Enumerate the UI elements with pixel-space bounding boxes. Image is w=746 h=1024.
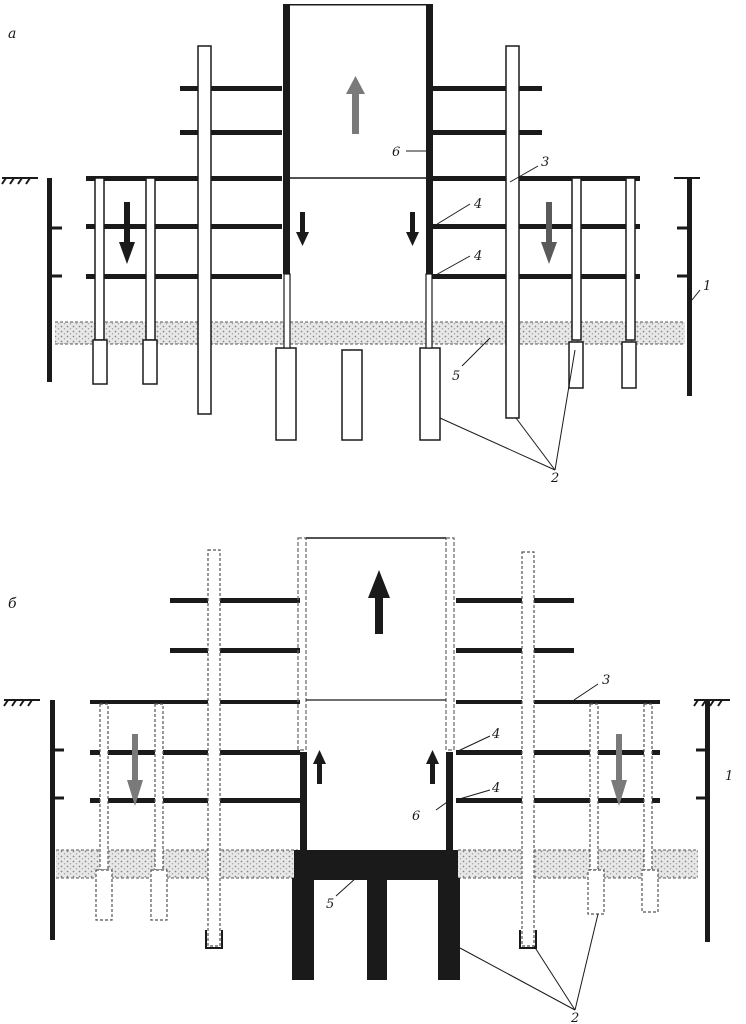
callout-4-b-lower: 4 xyxy=(491,781,500,796)
callout-3-a: 3 xyxy=(541,155,549,170)
callout-2-a: 2 xyxy=(550,471,559,486)
core-b xyxy=(297,537,455,751)
callout-1-a: 1 xyxy=(703,279,711,294)
ground-surface-right-b xyxy=(693,699,730,707)
arrows-down-a xyxy=(119,202,557,264)
arrow-up-core-b xyxy=(368,570,390,634)
pile-b-right xyxy=(438,878,460,980)
callout-4-a-upper: 4 xyxy=(473,197,482,212)
callout-3-b: 3 xyxy=(602,673,610,688)
retaining-wall-left-b xyxy=(50,700,55,940)
retaining-wall-left xyxy=(47,178,52,382)
callout-4-b-upper: 4 xyxy=(491,727,500,742)
core-wall-right-b xyxy=(446,752,453,854)
slabs-b xyxy=(90,598,660,803)
ground-surface-left-b xyxy=(3,699,40,707)
callout-1-b: 1 xyxy=(725,769,733,784)
core-wall-left-b xyxy=(300,752,307,854)
columns-b xyxy=(99,549,653,947)
callout-5-b: 5 xyxy=(326,897,334,912)
pile-b-left xyxy=(292,878,314,980)
ground-surface-left xyxy=(1,177,38,185)
soil-layer-b-left xyxy=(56,850,298,878)
columns xyxy=(94,45,636,419)
panel-b-label: б xyxy=(8,596,17,612)
callout-2-b: 2 xyxy=(570,1011,579,1024)
retaining-wall-right-b xyxy=(705,700,710,942)
panel-b: б xyxy=(3,537,733,1024)
core-wall-right xyxy=(426,4,433,274)
soil-layer xyxy=(55,322,685,344)
callout-6-b: 6 xyxy=(412,809,420,824)
callout-4-a-lower: 4 xyxy=(473,249,482,264)
panel-a: а xyxy=(1,4,711,486)
arrow-up-core-a xyxy=(346,76,365,134)
pile-b-center xyxy=(367,878,387,980)
soil-layer-b-right xyxy=(458,850,698,878)
arrows-up-small-b xyxy=(313,750,439,784)
callout-6-a: 6 xyxy=(392,145,400,160)
slabs xyxy=(86,86,640,279)
piles xyxy=(92,339,637,441)
core-wall-left xyxy=(283,4,290,274)
arrows-down-b xyxy=(127,734,627,806)
foundation-slab xyxy=(294,850,458,880)
panel-a-label: а xyxy=(8,26,16,42)
piles-b xyxy=(95,869,659,921)
retaining-wall-right xyxy=(687,178,692,396)
callout-5-a: 5 xyxy=(452,369,460,384)
